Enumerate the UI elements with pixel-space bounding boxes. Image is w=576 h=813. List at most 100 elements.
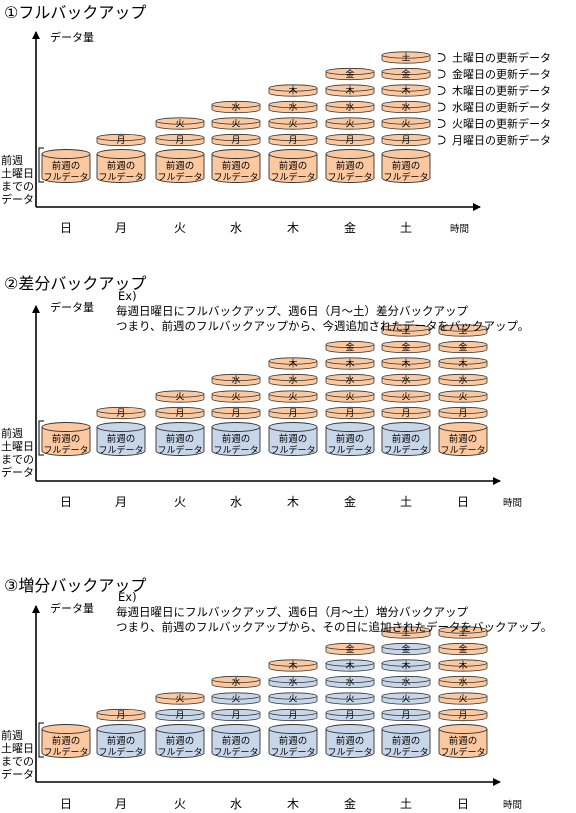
update-layer: 木: [438, 659, 488, 672]
update-layer: 金: [438, 642, 488, 656]
cylinder-label: フルデータ: [157, 746, 202, 758]
layer-label: 金: [401, 68, 410, 80]
layer-label: 土: [401, 52, 410, 64]
day-label: 月: [115, 797, 127, 811]
cylinder-body: [211, 427, 261, 456]
base-data-label: 土曜日: [1, 167, 34, 180]
cylinder-label: 前週の: [52, 735, 81, 747]
cylinder-label: フルデータ: [440, 746, 485, 758]
update-layer: 金: [325, 340, 375, 354]
cylinder-label: フルデータ: [327, 444, 372, 456]
update-layer: 月: [325, 708, 375, 722]
update-layer: 火: [438, 390, 488, 403]
layer-top: [381, 51, 431, 59]
cylinder-label: 前週の: [279, 433, 308, 445]
legend-bracket: [437, 69, 446, 79]
cylinder-label: フルデータ: [43, 444, 88, 456]
update-layer: 月: [155, 133, 205, 147]
layer-label: 水: [458, 676, 467, 688]
base-data-label: データ: [1, 465, 34, 479]
update-layer: 水: [438, 373, 488, 387]
layer-label: 木: [401, 85, 410, 97]
cylinder-label: フルデータ: [440, 444, 485, 456]
cylinder-body: [325, 154, 375, 183]
layer-top: [381, 357, 431, 365]
layer-top: [325, 692, 375, 700]
day-label: 水: [230, 221, 242, 235]
cylinder-body: [268, 729, 318, 758]
layer-top: [438, 659, 488, 667]
update-layer: 木: [325, 357, 375, 370]
cylinder-body: [381, 427, 431, 456]
layer-label: 月: [288, 135, 297, 146]
layer-top: [438, 373, 488, 382]
legend-bracket: [437, 53, 446, 62]
layer-top: [381, 642, 431, 651]
layer-label: 月: [175, 135, 184, 146]
update-layer: 土: [438, 626, 488, 639]
cylinder-label: 前週の: [392, 160, 421, 172]
legend-bracket: [437, 119, 446, 128]
layer-top: [381, 373, 431, 382]
layer-top: [438, 642, 488, 651]
cylinder-top: [41, 149, 91, 159]
section-title: ③増分バックアップ: [4, 576, 146, 595]
cylinder-label: フルデータ: [98, 444, 143, 456]
layer-label: 木: [345, 85, 354, 97]
cylinder-label: フルデータ: [327, 746, 372, 758]
layer-label: 月: [231, 710, 240, 721]
cylinder-body: [155, 154, 205, 183]
layer-top: [211, 675, 261, 684]
layer-label: 火: [231, 392, 240, 403]
day-label: 日: [60, 797, 72, 811]
cylinder-body: [96, 729, 146, 758]
layer-label: 月: [116, 135, 125, 146]
layer-label: 月: [231, 135, 240, 146]
base-data-label: までの: [1, 755, 34, 768]
layer-top: [381, 84, 431, 92]
legend-item: 金曜日の更新データ: [452, 67, 551, 81]
cylinder-top: [211, 724, 261, 734]
layer-top: [325, 642, 375, 651]
cylinder-body: [438, 729, 488, 758]
update-layer: 木: [381, 659, 431, 672]
cylinder-body: [381, 154, 431, 183]
layer-label: 火: [175, 694, 184, 705]
layer-label: 月: [288, 408, 297, 419]
cylinder-label: 前週の: [166, 433, 195, 445]
cylinder-top: [325, 149, 375, 159]
layer-top: [155, 133, 205, 142]
layer-top: [325, 406, 375, 415]
layer-label: 火: [345, 119, 354, 130]
base-data-label: 前週: [1, 426, 23, 440]
layer-label: 水: [345, 374, 354, 386]
layer-label: 月: [175, 408, 184, 419]
cylinder-label: 前週の: [222, 433, 251, 445]
base-data-label: 前週: [1, 728, 23, 742]
layer-top: [381, 117, 431, 125]
day-label: 日: [60, 495, 72, 509]
day-label: 土: [400, 221, 412, 235]
update-layer: 火: [155, 117, 205, 130]
layer-label: 金: [345, 341, 354, 353]
layer-label: 水: [345, 101, 354, 113]
cylinder-label: 前週の: [336, 735, 365, 747]
layer-label: 木: [401, 358, 410, 370]
cylinder-top: [381, 422, 431, 432]
layer-top: [325, 373, 375, 382]
day-label: 木: [287, 797, 299, 811]
layer-top: [438, 357, 488, 365]
legend-item: 木曜日の更新データ: [452, 84, 551, 98]
update-layer: 木: [325, 84, 375, 97]
layer-top: [325, 357, 375, 365]
layer-label: 月: [116, 710, 125, 721]
update-layer: 水: [268, 100, 318, 114]
y-axis-label: データ量: [50, 300, 94, 314]
layer-top: [381, 324, 431, 332]
